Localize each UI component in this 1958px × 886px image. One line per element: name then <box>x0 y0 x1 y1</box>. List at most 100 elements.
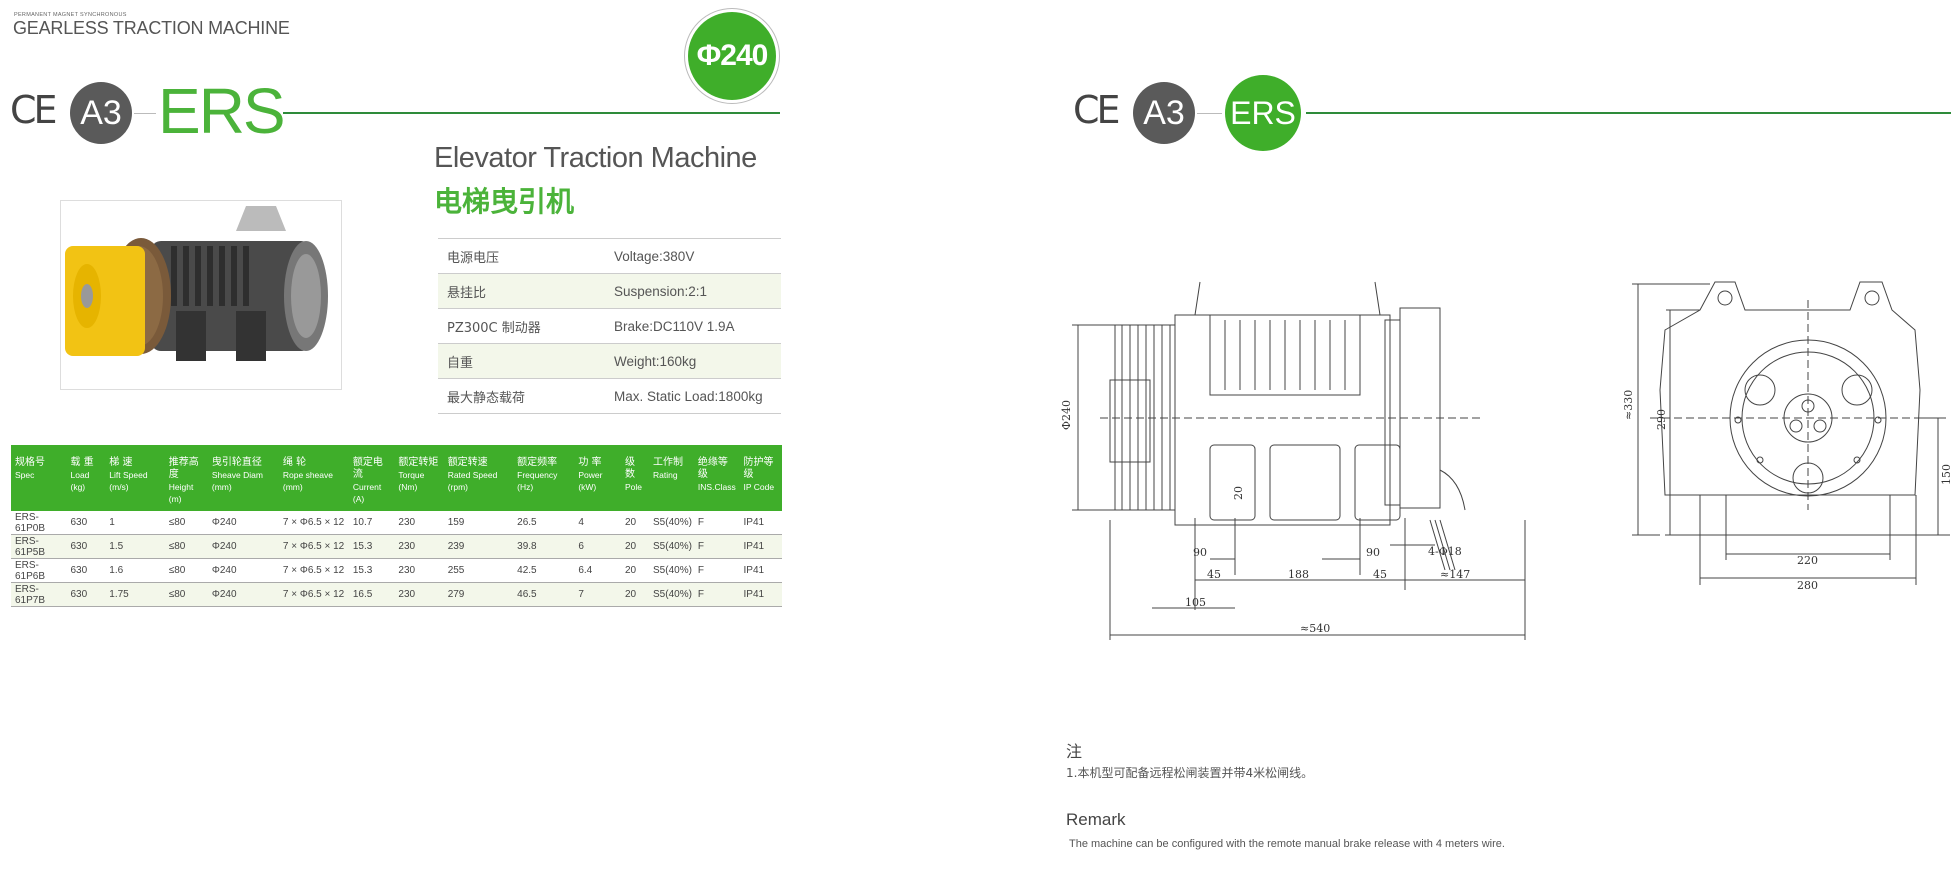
column-header-en: Current (A) <box>352 482 382 504</box>
column-header: 梯 速 Lift Speed (m/s) <box>105 445 164 511</box>
column-header-en: Pole <box>624 482 642 492</box>
table-cell: IP41 <box>739 558 782 583</box>
header-rule <box>283 112 780 114</box>
note-text-cn: 1.本机型可配备远程松闸装置并带4米松闸线。 <box>1066 766 1314 780</box>
dim-105: 105 <box>1185 596 1206 609</box>
dim-280: 280 <box>1797 579 1818 592</box>
column-header-cn: 防护等级 <box>743 457 774 480</box>
remark-text: The machine can be configured with the r… <box>1069 838 1505 850</box>
table-cell: 279 <box>443 582 514 607</box>
table-cell: S5(40%) <box>649 558 694 583</box>
table-cell: ERS-61P5B <box>11 534 67 559</box>
table-cell: IP41 <box>739 534 782 559</box>
column-header-cn: 额定电流 <box>352 457 383 480</box>
table-cell: 230 <box>394 534 444 559</box>
table-cell: ≤80 <box>164 582 208 607</box>
dim-147: ≈147 <box>1440 568 1470 581</box>
table-cell: 255 <box>443 558 514 583</box>
column-header-cn: 规格号 <box>15 457 45 468</box>
ce-mark-icon: CE <box>10 88 58 132</box>
series-badge: ERS <box>1225 75 1301 151</box>
column-header-en: Lift Speed (m/s) <box>109 470 148 492</box>
table-cell: 46.5 <box>513 582 575 607</box>
spec-key: 自重 <box>447 355 474 371</box>
dim-220: 220 <box>1797 554 1818 567</box>
dim-phi240: Φ240 <box>1060 400 1073 430</box>
spec-value: Weight:160kg <box>614 353 697 369</box>
column-header-cn: 级 数 <box>624 457 635 480</box>
dim-45a: 45 <box>1207 568 1221 581</box>
column-header-en: Load (kg) <box>70 470 90 492</box>
table-cell: 1 <box>105 511 165 535</box>
table-cell: 7 × Φ6.5 × 12 <box>278 558 349 583</box>
column-header-en: INS.Class <box>697 482 736 492</box>
column-header-cn: 额定转矩 <box>398 457 439 468</box>
product-title-en: Elevator Traction Machine <box>434 142 757 174</box>
table-cell: 239 <box>443 534 514 559</box>
table-cell: 1.6 <box>105 558 165 583</box>
table-cell: 26.5 <box>513 511 575 535</box>
class-badge: A3 <box>70 82 132 144</box>
table-cell: F <box>693 582 740 607</box>
table-cell: 7 × Φ6.5 × 12 <box>278 534 349 559</box>
dim-540: ≈540 <box>1300 622 1330 635</box>
column-header-en: Height (m) <box>168 482 194 504</box>
column-header-cn: 梯 速 <box>109 457 133 468</box>
table-cell: ≤80 <box>164 511 208 535</box>
table-cell: 230 <box>394 558 444 583</box>
table-cell: S5(40%) <box>649 534 694 559</box>
diameter-badge-label: Φ240 <box>688 12 776 100</box>
table-cell: S5(40%) <box>649 582 694 607</box>
spec-key: 电源电压 <box>447 250 500 266</box>
dim-45b: 45 <box>1373 568 1387 581</box>
header-rule <box>1306 112 1951 114</box>
table-cell: F <box>693 558 740 583</box>
header-title: GEARLESS TRACTION MACHINE <box>13 18 290 38</box>
divider <box>1197 113 1222 114</box>
column-header-en: Torque (Nm) <box>398 470 425 492</box>
column-header-cn: 工作制 <box>653 457 684 468</box>
table-cell: 630 <box>66 558 106 583</box>
dim-150: 150 <box>1940 464 1953 485</box>
dim-290: 290 <box>1655 409 1668 430</box>
table-cell: 20 <box>620 558 650 583</box>
column-header-en: Spec <box>15 470 35 480</box>
series-label: ERS <box>158 75 286 147</box>
table-cell: 15.3 <box>348 558 395 583</box>
table-cell: Φ240 <box>207 511 279 535</box>
table-cell: 6.4 <box>574 558 621 583</box>
table-cell: F <box>693 511 740 535</box>
table-cell: 7 × Φ6.5 × 12 <box>278 511 349 535</box>
product-title-cn: 电梯曳引机 <box>434 185 575 218</box>
table-cell: 4 <box>574 511 621 535</box>
note-heading-cn: 注 <box>1066 742 1083 761</box>
dim-90a: 90 <box>1193 546 1207 559</box>
column-header-cn: 绝缘等级 <box>697 457 728 480</box>
table-cell: ERS-61P6B <box>11 558 67 583</box>
table-cell: 1.5 <box>105 534 165 559</box>
spec-value: Max. Static Load:1800kg <box>614 388 763 404</box>
spec-value: Suspension:2:1 <box>614 283 708 299</box>
column-header: 级 数 Pole <box>621 445 649 511</box>
column-header-cn: 额定频率 <box>517 457 558 468</box>
column-header: 绝缘等级 INS.Class <box>694 445 740 511</box>
table-cell: 20 <box>620 511 650 535</box>
table-cell: 630 <box>66 534 106 559</box>
column-header-en: Power (kW) <box>578 470 603 492</box>
table-cell: 230 <box>394 511 444 535</box>
dim-20: 20 <box>1232 486 1245 500</box>
table-cell: 7 <box>574 582 621 607</box>
